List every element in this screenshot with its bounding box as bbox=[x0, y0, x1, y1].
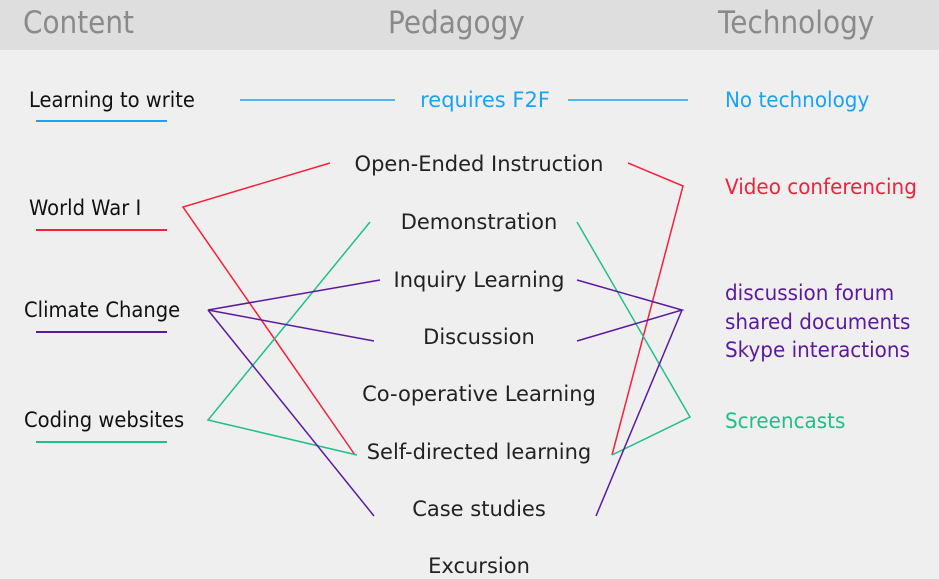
content-world-war-i: World War I bbox=[29, 196, 142, 220]
line-ww1-pedagogy bbox=[181, 162, 356, 456]
tech-no-technology: No technology bbox=[725, 88, 870, 112]
pedagogy-demonstration: Demonstration bbox=[400, 210, 558, 234]
header-bar: Content Pedagogy Technology bbox=[0, 0, 939, 50]
underline-red bbox=[36, 229, 167, 231]
line-coding-pedagogy bbox=[206, 221, 371, 456]
tech-video-conferencing: Video conferencing bbox=[725, 175, 917, 199]
content-coding-websites: Coding websites bbox=[24, 408, 185, 432]
green-connections bbox=[206, 221, 692, 456]
pedagogy-discussion: Discussion bbox=[423, 325, 535, 349]
content-climate-change: Climate Change bbox=[24, 298, 181, 322]
purple-connections bbox=[207, 279, 685, 517]
line-climate-case bbox=[207, 309, 375, 517]
underline-green bbox=[36, 441, 167, 443]
tech-skype-interactions: Skype interactions bbox=[725, 338, 910, 362]
tech-shared-documents: shared documents bbox=[725, 310, 911, 334]
pedagogy-self-directed: Self-directed learning bbox=[366, 440, 592, 464]
line-tools-inquiry-discussion bbox=[576, 279, 685, 342]
pedagogy-case-studies: Case studies bbox=[412, 497, 546, 521]
line-video-pedagogy bbox=[611, 162, 684, 456]
pedagogy-inquiry: Inquiry Learning bbox=[393, 268, 565, 292]
line-screencasts-pedagogy bbox=[576, 221, 692, 456]
tech-discussion-forum: discussion forum bbox=[725, 281, 895, 305]
red-connections bbox=[181, 162, 684, 456]
pedagogy-open-ended: Open-Ended Instruction bbox=[354, 152, 604, 176]
header-content: Content bbox=[23, 5, 134, 41]
tech-screencasts: Screencasts bbox=[725, 409, 846, 433]
underline-blue bbox=[36, 120, 167, 122]
content-learning-to-write: Learning to write bbox=[29, 88, 195, 112]
pedagogy-requires-f2f: requires F2F bbox=[420, 88, 550, 112]
header-technology: Technology bbox=[718, 5, 875, 41]
line-climate-inquiry-discussion bbox=[207, 279, 381, 342]
line-tools-case bbox=[595, 309, 683, 517]
header-pedagogy: Pedagogy bbox=[388, 5, 525, 41]
pedagogy-excursion: Excursion bbox=[428, 554, 530, 578]
underline-purple bbox=[36, 331, 167, 333]
pedagogy-cooperative: Co-operative Learning bbox=[362, 382, 596, 406]
